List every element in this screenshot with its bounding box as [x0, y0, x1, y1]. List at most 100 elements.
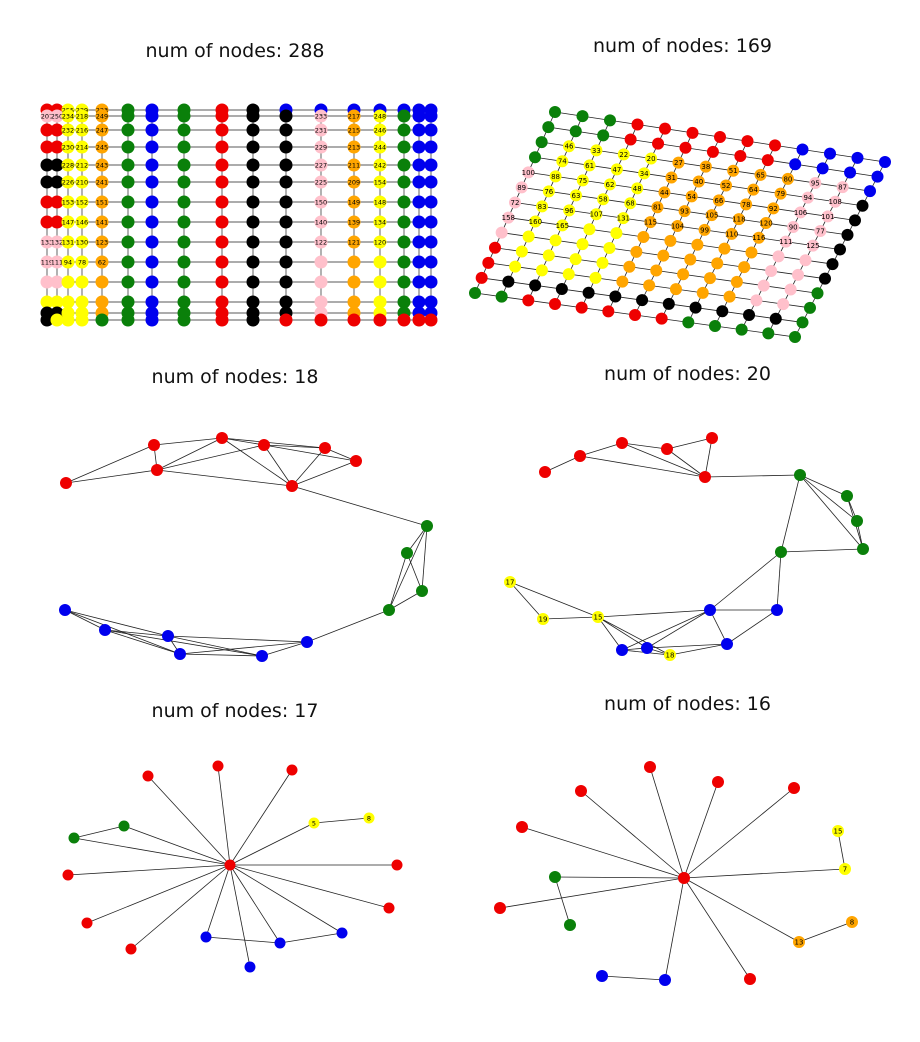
node-label: 90 — [789, 223, 798, 231]
node-label: 119 — [41, 258, 53, 266]
graph-edge — [306, 609, 390, 643]
node-label: 115 — [644, 219, 657, 227]
graph-node — [215, 235, 229, 249]
node-label: 105 — [705, 212, 718, 220]
node-label: 68 — [626, 200, 635, 208]
graph-edge — [597, 609, 711, 618]
graph-node — [145, 109, 159, 123]
node-label: 207 — [41, 112, 53, 120]
graph-node — [856, 199, 869, 212]
graph-node — [347, 195, 361, 209]
graph-node — [655, 312, 668, 325]
graph-node — [424, 109, 438, 123]
graph-node — [801, 191, 814, 204]
graph-node — [246, 123, 260, 137]
node-label: 94 — [803, 194, 812, 202]
graph-edge — [229, 864, 343, 934]
graph-node — [757, 279, 770, 292]
node-label: 63 — [572, 192, 581, 200]
graph-edge — [597, 616, 648, 649]
graph-node — [75, 255, 89, 269]
graph-edge — [621, 442, 668, 450]
graph-node — [347, 109, 361, 123]
graph-node — [383, 604, 395, 616]
graph-node — [347, 140, 361, 154]
graph-edge — [263, 444, 357, 462]
graph-node — [40, 255, 54, 269]
node-label: 120 — [759, 219, 772, 227]
graph-node — [95, 235, 109, 249]
node-label: 33 — [592, 147, 601, 155]
graph-node — [177, 313, 191, 327]
graph-node — [145, 235, 159, 249]
graph-node — [246, 175, 260, 189]
graph-node — [475, 271, 488, 284]
graph-node — [630, 245, 643, 258]
panel-title: num of nodes: 17 — [151, 700, 319, 722]
graph-edge — [104, 629, 169, 637]
node-label: 122 — [315, 238, 327, 246]
node-label: 93 — [680, 208, 689, 216]
graph-node — [40, 295, 54, 309]
graph-node — [610, 163, 623, 176]
graph-node — [725, 227, 738, 240]
graph-node — [412, 109, 426, 123]
graph-node — [61, 255, 75, 269]
graph-edge — [279, 932, 343, 944]
node-label: 58 — [599, 196, 608, 204]
graph-node — [177, 215, 191, 229]
node-label: 76 — [544, 188, 553, 196]
node-label: 5 — [312, 819, 316, 827]
graph-node — [765, 265, 778, 277]
graph-edge — [123, 825, 231, 866]
graph-node — [424, 215, 438, 229]
graph-node — [529, 151, 541, 164]
graph-node — [604, 114, 616, 127]
graph-node — [397, 123, 411, 137]
graph-edge — [73, 837, 231, 866]
graph-node — [645, 152, 658, 165]
grid-graph-288: 2552392232072502342182492332172482322162… — [40, 103, 438, 327]
graph-node — [246, 158, 260, 172]
graph-node — [469, 287, 481, 299]
graph-node — [177, 255, 191, 269]
graph-node — [631, 182, 644, 195]
graph-node — [75, 313, 89, 327]
graph-node — [589, 271, 602, 284]
graph-node — [145, 215, 159, 229]
node-label: 7 — [843, 865, 847, 873]
graph-node — [347, 123, 361, 137]
graph-node — [657, 249, 670, 262]
graph-edge — [147, 775, 231, 866]
graph-node — [679, 141, 692, 154]
node-label: 34 — [640, 170, 649, 178]
graph-node — [583, 159, 596, 172]
graph-node — [81, 917, 93, 929]
graph-node — [841, 228, 854, 241]
node-label: 83 — [538, 203, 547, 211]
graph-node — [718, 242, 731, 255]
graph-node — [535, 264, 548, 277]
graph-node — [145, 175, 159, 189]
graph-node — [121, 295, 135, 309]
graph-node — [685, 190, 698, 203]
graph-node — [816, 162, 829, 175]
graph-node — [373, 109, 387, 123]
graph-node — [50, 255, 64, 269]
graph-node — [246, 275, 260, 289]
graph-node — [177, 295, 191, 309]
graph-node — [564, 919, 576, 931]
graph-node — [549, 234, 562, 247]
graph-node — [671, 220, 684, 232]
graph-node — [617, 148, 630, 161]
node-label: 116 — [752, 234, 766, 242]
node-label: 111 — [779, 238, 792, 246]
graph-node — [61, 295, 75, 309]
node-label: 228 — [62, 161, 74, 169]
graph-node — [771, 604, 783, 616]
node-label: 62 — [98, 258, 106, 266]
graph-edge — [156, 437, 223, 471]
graph-node — [542, 185, 555, 198]
graph-edge — [65, 444, 155, 484]
graph-node — [698, 223, 711, 236]
